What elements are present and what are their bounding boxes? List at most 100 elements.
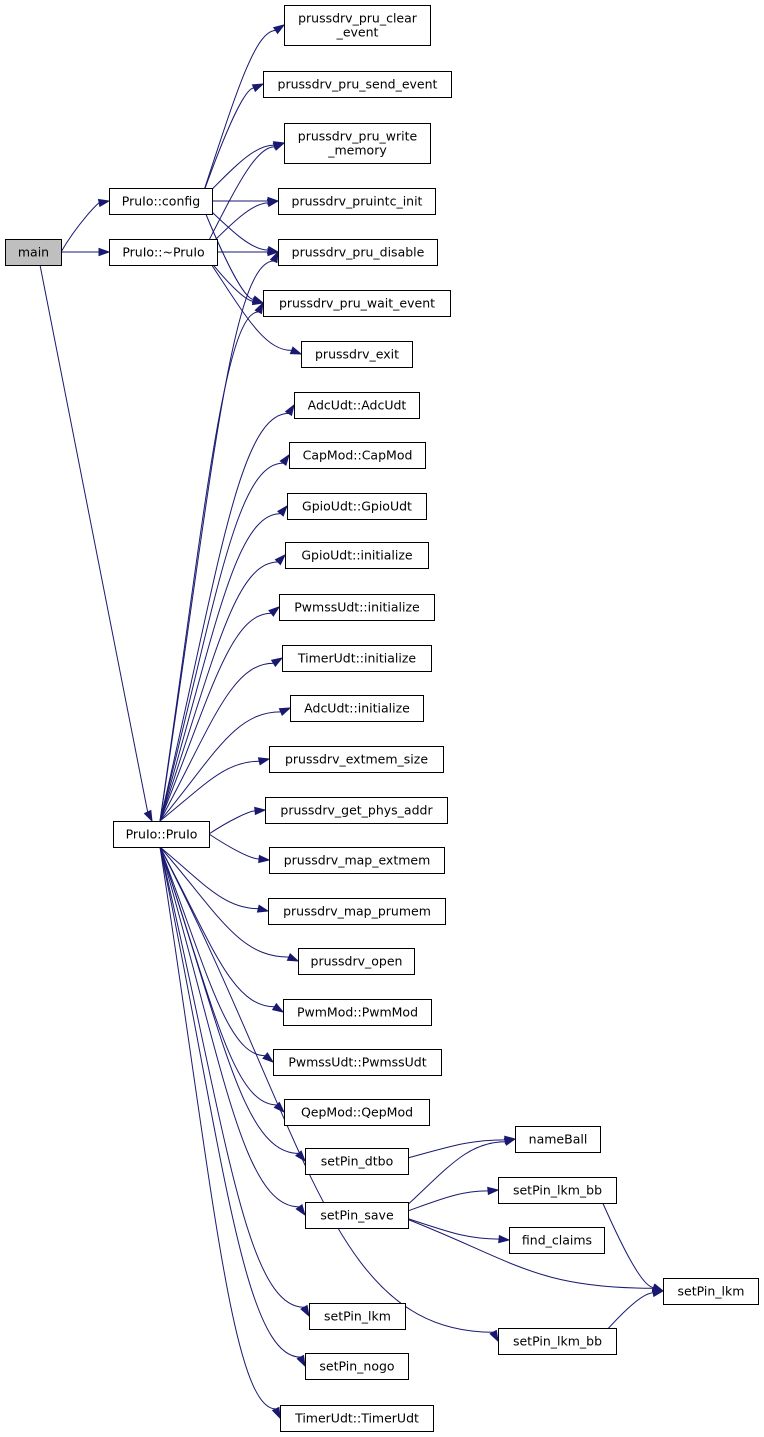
node-open[interactable]: prussdrv_open <box>298 948 415 975</box>
node-label: CapMod::CapMod <box>303 448 413 463</box>
arrowhead <box>503 1137 517 1146</box>
node-label: prussdrv_pru_clear <box>298 11 418 26</box>
arrowhead <box>651 1288 665 1298</box>
node-box <box>289 442 426 469</box>
call-edge-setpin_save-to-lkm_right <box>396 1214 654 1289</box>
node-config[interactable]: PruIo::config <box>109 188 213 215</box>
arrowhead <box>254 301 264 315</box>
call-edge-ctor-to-pwmss_init <box>159 612 272 822</box>
node-label: setPin_lkm <box>324 1309 391 1324</box>
node-box <box>269 847 445 874</box>
node-box <box>663 1278 759 1305</box>
node-qep-ctor[interactable]: QepMod::QepMod <box>284 1099 430 1126</box>
node-lkm-right[interactable]: setPin_lkm <box>663 1278 759 1305</box>
node-label: prussdrv_pru_disable <box>292 245 425 260</box>
call-edge-ctor-to-pru_disable <box>159 260 274 822</box>
node-ctor[interactable]: PruIo::PruIo <box>113 821 210 848</box>
node-pwmss-ctor[interactable]: PwmssUdt::PwmssUdt <box>273 1049 442 1076</box>
node-box <box>498 1177 617 1204</box>
node-pwm-ctor[interactable]: PwmMod::PwmMod <box>283 999 432 1026</box>
node-exit[interactable]: prussdrv_exit <box>301 341 413 368</box>
call-edge-ctor-to-setpin_lkm <box>159 846 305 1308</box>
node-pwmss-init[interactable]: PwmssUdt::initialize <box>279 594 435 621</box>
node-main[interactable]: main <box>5 239 62 266</box>
node-wait-event[interactable]: prussdrv_pru_wait_event <box>263 290 451 317</box>
node-box <box>301 341 413 368</box>
call-edge-ctor-to-gpio_ctor <box>159 513 281 822</box>
call-edge-ctor-to-adc_init <box>159 711 281 822</box>
call-edge-setpin_save-to-nameball <box>396 1141 506 1216</box>
node-pru-disable[interactable]: prussdrv_pru_disable <box>278 239 438 266</box>
node-box <box>265 797 448 824</box>
node-box <box>509 1227 605 1254</box>
node-map-extmem[interactable]: prussdrv_map_extmem <box>269 847 445 874</box>
node-nameball[interactable]: nameBall <box>515 1126 601 1153</box>
arrowhead <box>487 1186 500 1196</box>
node-label: prussdrv_map_prumem <box>283 904 431 919</box>
node-clear-event[interactable]: prussdrv_pru_clear_event <box>284 5 431 46</box>
node-lkm-bb-1[interactable]: setPin_lkm_bb <box>498 1177 617 1204</box>
node-label: QepMod::QepMod <box>301 1105 413 1120</box>
node-find-claims[interactable]: find_claims <box>509 1227 605 1254</box>
node-label: prussdrv_open <box>311 954 403 969</box>
node-box <box>278 239 438 266</box>
node-cap-ctor[interactable]: CapMod::CapMod <box>289 442 426 469</box>
call-edge-ctor-to-timer_ctor <box>159 846 276 1410</box>
arrowhead <box>271 1002 285 1013</box>
node-box <box>309 1303 406 1330</box>
call-edge-config-to-wait_event <box>200 200 254 300</box>
call-edge-lkm_bb_1-to-lkm_right <box>596 1189 654 1288</box>
node-phys-addr[interactable]: prussdrv_get_phys_addr <box>265 797 448 824</box>
arrowhead <box>143 809 153 823</box>
node-gpio-ctor[interactable]: GpioUdt::GpioUdt <box>287 493 427 520</box>
arrowhead <box>98 247 111 257</box>
node-label: PwmssUdt::initialize <box>294 600 420 615</box>
node-lkm-bb-2[interactable]: setPin_lkm_bb <box>498 1328 617 1355</box>
node-timer-ctor[interactable]: TimerUdt::TimerUdt <box>280 1405 434 1432</box>
call-nodes: main PruIo::configPruIo::~PruIoPruIo::Pru… <box>5 5 759 1432</box>
node-box <box>305 1148 409 1175</box>
node-box <box>285 542 429 569</box>
arrowhead <box>97 198 111 208</box>
arrowhead <box>269 250 279 264</box>
call-edge-ctor-to-map_extmem <box>208 833 260 860</box>
node-map-prumem[interactable]: prussdrv_map_prumem <box>268 898 446 925</box>
node-pruintc-init[interactable]: prussdrv_pruintc_init <box>278 188 436 215</box>
node-label: setPin_save <box>320 1208 394 1223</box>
arrowhead <box>277 504 288 517</box>
arrowhead <box>258 854 271 864</box>
node-timer-init[interactable]: TimerUdt::initialize <box>282 645 432 672</box>
call-edge-ctor-to-wait_event <box>159 311 259 822</box>
call-edge-ctor-to-gpio_init <box>159 561 278 822</box>
node-setpin-nogo[interactable]: setPin_nogo <box>305 1353 409 1380</box>
node-setpin-lkm[interactable]: setPin_lkm <box>309 1303 406 1330</box>
call-edge-ctor-to-setpin_save <box>159 846 300 1208</box>
arrowhead <box>254 806 267 816</box>
node-box <box>298 948 415 975</box>
node-label: prussdrv_pru_write <box>298 129 418 144</box>
node-box <box>109 188 213 215</box>
node-gpio-init[interactable]: GpioUdt::initialize <box>285 542 429 569</box>
node-label: TimerUdt::initialize <box>297 651 417 666</box>
node-label: prussdrv_extmem_size <box>285 752 428 767</box>
node-write-memory[interactable]: prussdrv_pru_write_memory <box>284 123 431 164</box>
arrowhead <box>267 247 280 257</box>
node-label: prussdrv_exit <box>315 347 399 362</box>
arrowhead <box>286 953 300 962</box>
node-setpin-save[interactable]: setPin_save <box>305 1202 409 1229</box>
node-box <box>278 188 436 215</box>
node-adc-ctor[interactable]: AdcUdt::AdcUdt <box>294 392 420 419</box>
node-extmem-size[interactable]: prussdrv_extmem_size <box>269 746 444 773</box>
node-box <box>284 5 431 46</box>
node-adc-init[interactable]: AdcUdt::initialize <box>290 695 424 722</box>
node-send-event[interactable]: prussdrv_pru_send_event <box>263 71 452 98</box>
node-setpin-dtbo[interactable]: setPin_dtbo <box>305 1148 409 1175</box>
arrowhead <box>251 83 265 93</box>
node-dtor[interactable]: PruIo::~PruIo <box>109 239 218 266</box>
call-edges <box>39 24 665 1420</box>
arrowhead <box>284 403 295 417</box>
node-box <box>273 1049 442 1076</box>
call-edge-setpin_save-to-find_claims <box>396 1214 500 1240</box>
call-edge-dtor-to-exit <box>202 251 292 351</box>
